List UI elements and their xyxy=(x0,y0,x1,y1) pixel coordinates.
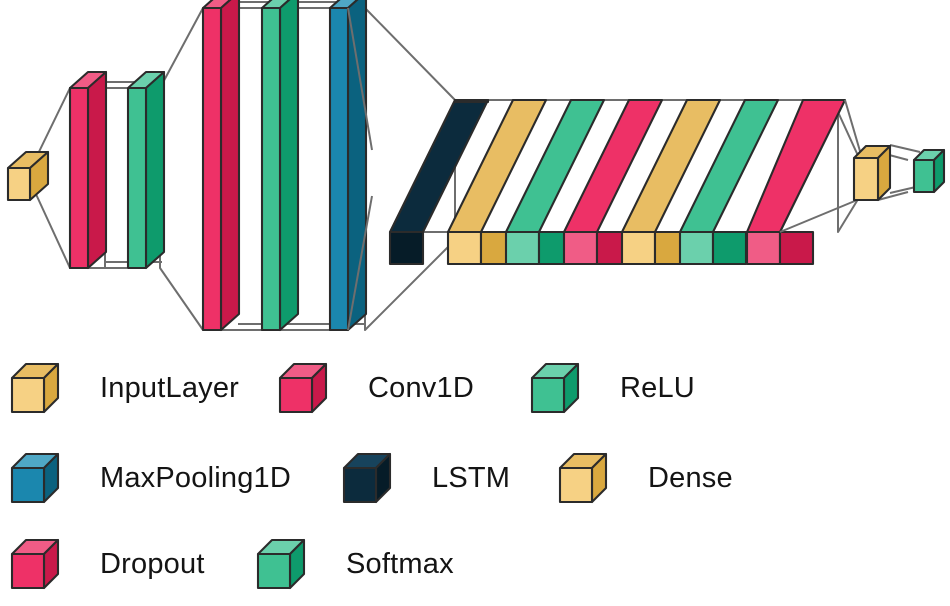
layer-relu-3 xyxy=(504,98,606,266)
legend-label-softmax: Softmax xyxy=(346,547,454,580)
legend-item-dense[interactable]: Dense xyxy=(556,450,733,506)
output-group xyxy=(852,144,946,202)
layer-maxpooling1d xyxy=(328,0,368,332)
legend-item-maxpooling1d[interactable]: MaxPooling1D xyxy=(8,450,291,506)
layer-conv1d-2 xyxy=(201,0,241,332)
legend-label-relu: ReLU xyxy=(620,371,695,404)
legend-label-dense: Dense xyxy=(648,461,733,494)
legend-item-conv1d[interactable]: Conv1D xyxy=(276,360,474,416)
legend-label-dropout: Dropout xyxy=(100,547,205,580)
legend-item-dropout[interactable]: Dropout xyxy=(8,536,205,592)
legend-item-lstm[interactable]: LSTM xyxy=(340,450,510,506)
cube-icon xyxy=(10,362,60,414)
connector-wires xyxy=(34,7,861,331)
network-diagram: .o{stroke:#2B2B2B;stroke-width:2.1;strok… xyxy=(6,0,946,332)
legend-label-inputlayer: InputLayer xyxy=(100,371,240,404)
legend-item-relu[interactable]: ReLU xyxy=(528,360,695,416)
layer-relu-2 xyxy=(260,0,300,332)
legend-item-softmax[interactable]: Softmax xyxy=(254,536,454,592)
legend-label-maxpooling1d: MaxPooling1D xyxy=(100,461,291,494)
conv-block-1 xyxy=(68,70,166,270)
layer-dense-2 xyxy=(620,98,722,266)
layer-dense-output xyxy=(852,144,892,202)
cube-icon xyxy=(10,538,60,590)
cube-icon xyxy=(256,538,306,590)
legend-row-1: InputLayer Conv1D ReLU xyxy=(0,346,950,430)
layer-lstm xyxy=(388,98,490,266)
legend-item-inputlayer[interactable]: InputLayer xyxy=(8,360,239,416)
layer-relu-1 xyxy=(126,70,166,270)
cube-icon xyxy=(530,362,580,414)
layer-conv1d-1 xyxy=(68,70,108,270)
dense-stack xyxy=(388,98,863,266)
cube-icon xyxy=(558,452,608,504)
legend-row-2: MaxPooling1D LSTM Dense xyxy=(0,436,950,520)
cube-icon xyxy=(342,452,392,504)
cube-icon xyxy=(278,362,328,414)
legend-row-3: Dropout Softmax xyxy=(0,522,950,606)
conv-block-2 xyxy=(201,0,373,332)
layer-inputlayer xyxy=(6,150,50,202)
legend-label-conv1d: Conv1D xyxy=(368,371,474,404)
cube-icon xyxy=(10,452,60,504)
layer-softmax-output xyxy=(912,148,946,194)
legend-label-lstm: LSTM xyxy=(432,461,511,494)
legend: InputLayer Conv1D ReLU xyxy=(0,340,950,594)
layer-dropout-2 xyxy=(745,98,847,266)
